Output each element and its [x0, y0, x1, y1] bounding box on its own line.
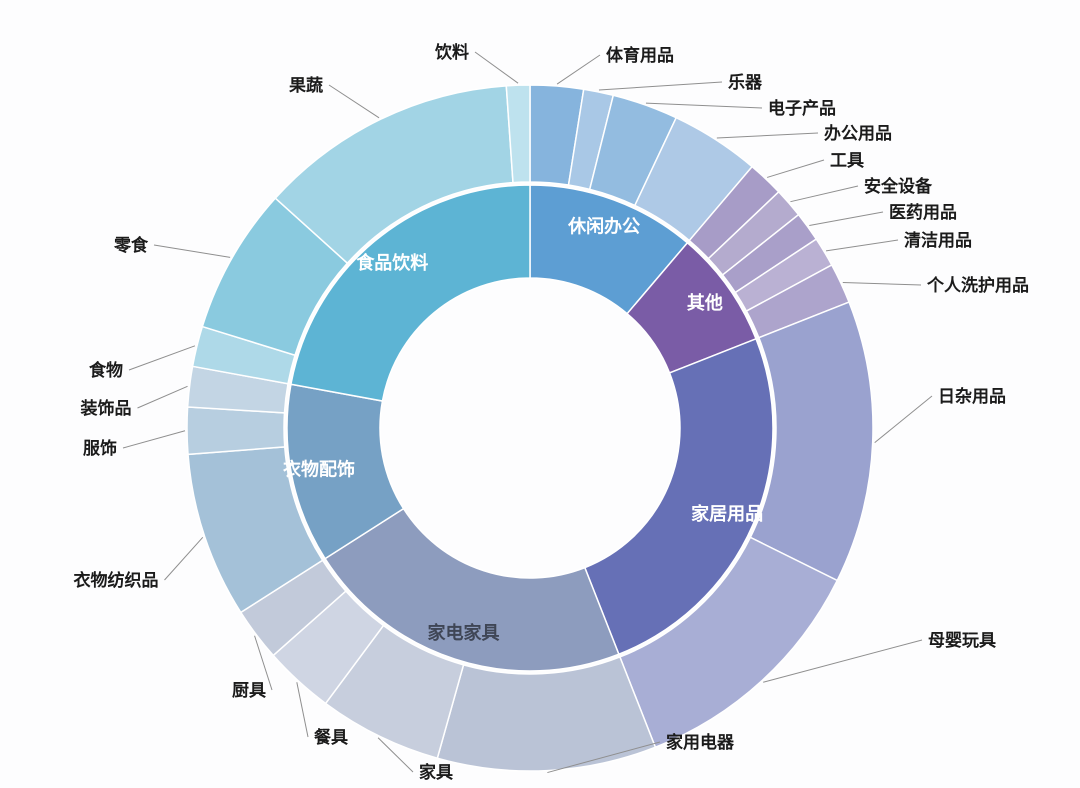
outer-segment-label: 安全设备 — [864, 176, 933, 196]
outer-ring-segment[interactable] — [436, 655, 657, 772]
label-leader-line — [328, 84, 380, 119]
inner-segment-label: 衣物配饰 — [283, 459, 355, 480]
outer-segment-label: 食物 — [89, 360, 123, 380]
inner-ring-segment[interactable] — [290, 184, 531, 402]
outer-ring-segment[interactable] — [505, 84, 531, 184]
outer-segment-label: 果蔬 — [289, 76, 323, 95]
label-leader-line — [474, 51, 519, 84]
label-leader-line — [153, 244, 231, 258]
outer-segment-label: 家具 — [419, 762, 453, 782]
inner-segment-label: 食品饮料 — [355, 252, 428, 273]
outer-segment-label: 家用电器 — [666, 732, 735, 752]
outer-ring-segment[interactable] — [186, 406, 286, 456]
outer-segment-label: 乐器 — [728, 73, 763, 92]
label-leader-line — [645, 102, 763, 109]
outer-segment-label: 个人洗护用品 — [926, 275, 1029, 295]
outer-segment-label: 装饰品 — [80, 398, 132, 418]
outer-segment-label: 工具 — [830, 151, 864, 170]
label-leader-line — [296, 682, 309, 738]
outer-segment-label: 母婴玩具 — [928, 631, 996, 650]
label-leader-line — [122, 430, 186, 449]
inner-segment-label: 家居用品 — [691, 503, 763, 524]
outer-segment-label: 零食 — [113, 235, 149, 255]
outer-segment-label: 厨具 — [232, 681, 266, 700]
inner-segment-label: 其他 — [687, 292, 723, 313]
outer-segment-label: 电子产品 — [768, 98, 836, 118]
label-leader-line — [790, 185, 859, 203]
label-leader-line — [874, 395, 933, 444]
label-leader-line — [128, 345, 196, 371]
label-leader-line — [716, 132, 819, 139]
label-leader-line — [842, 281, 922, 286]
label-leader-line — [598, 81, 723, 91]
label-leader-line — [767, 159, 825, 178]
inner-ring-segment[interactable] — [583, 337, 774, 656]
label-leader-line — [556, 54, 601, 85]
outer-segment-label: 体育用品 — [606, 45, 674, 65]
inner-segment-label: 休闲办公 — [567, 216, 640, 237]
label-leader-line — [164, 536, 204, 581]
outer-segment-label: 服饰 — [83, 438, 117, 458]
outer-segment-label: 日杂用品 — [938, 386, 1006, 406]
label-leader-line — [825, 239, 899, 252]
inner-segment-label: 家电家具 — [428, 622, 500, 643]
inner-ring-segment[interactable] — [324, 507, 620, 672]
outer-segment-label: 餐具 — [314, 727, 348, 747]
label-leader-line — [809, 211, 884, 226]
outer-segment-label: 办公用品 — [824, 123, 892, 143]
outer-segment-label: 清洁用品 — [904, 230, 972, 250]
label-leader-line — [137, 385, 188, 409]
outer-segment-label: 衣物纺织品 — [74, 570, 159, 590]
outer-segment-label: 饮料 — [434, 42, 469, 62]
outer-segment-label: 医药用品 — [889, 202, 957, 222]
